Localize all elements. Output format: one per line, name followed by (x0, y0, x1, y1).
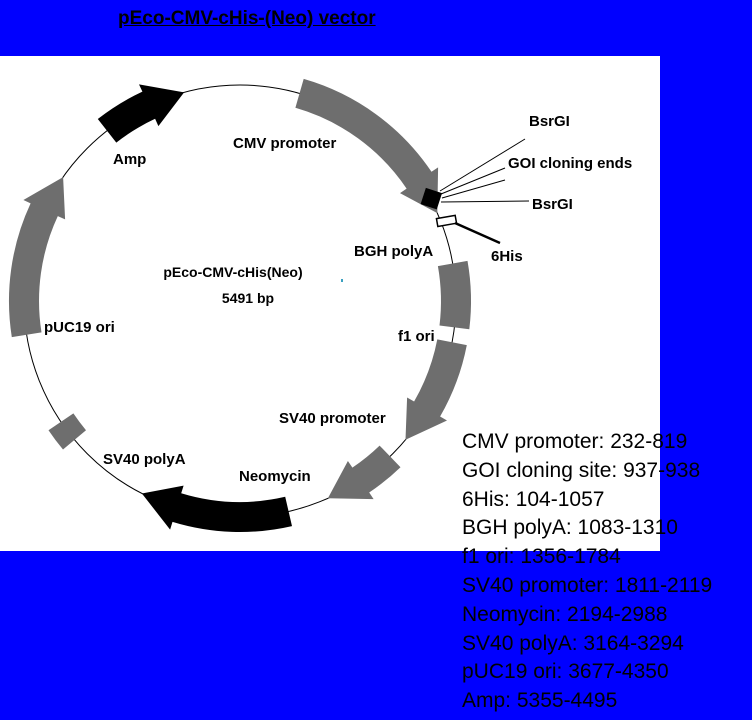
plasmid-size: 5491 bp (222, 290, 274, 306)
plasmid-name: pEco-CMV-cHis(Neo) (163, 264, 302, 280)
feature-neomycin-arrow (141, 485, 292, 533)
legend-item-f1-ori: f1 ori: 1356-1784 (462, 545, 621, 569)
legend-item-puc19-ori: pUC19 ori: 3677-4350 (462, 660, 669, 684)
page-title: pEco-CMV-cHis-(Neo) vector (118, 8, 376, 29)
bsrgi-bottom-leader (440, 200, 530, 203)
feature-puc19-ori-arrow (8, 177, 66, 338)
plasmid-map: pEco-CMV-cHis(Neo) 5491 bp CMV promoter … (8, 78, 632, 533)
small-tick-mark (341, 279, 343, 282)
legend-item-amp: Amp: 5355-4495 (462, 689, 618, 713)
feature-cmv-promoter-arrow (295, 78, 439, 214)
label-neomycin: Neomycin (239, 468, 311, 485)
legend-item-goi-cloning-site: GOI cloning site: 937-938 (462, 458, 701, 482)
label-sv40-polya: SV40 polyA (103, 451, 186, 468)
feature-f1-ori-arrow (405, 339, 467, 440)
his-tag-marker (435, 214, 501, 245)
his-box (435, 214, 458, 228)
label-bgh-polya: BGH polyA (354, 243, 433, 260)
legend-item-neomycin: Neomycin: 2194-2988 (462, 602, 668, 626)
map-panel (0, 56, 660, 551)
feature-bgh-polya-block (437, 260, 472, 330)
cloning-site-marker (420, 138, 530, 210)
goi-leader-b (441, 179, 506, 199)
feature-sv40-polya-block (48, 413, 86, 450)
goi-leader-a (440, 167, 506, 195)
site-bsrgi-bottom: BsrGI (532, 196, 573, 213)
legend-item-sv40-promoter: SV40 promoter: 1811-2119 (462, 573, 713, 597)
label-f1-ori: f1 ori (398, 328, 435, 345)
label-puc19-ori: pUC19 ori (44, 319, 115, 336)
feature-legend: CMV promoter: 232-819 GOI cloning site: … (462, 428, 712, 716)
feature-amp-arrow (97, 84, 185, 143)
legend-item-6his: 6His: 104-1057 (462, 487, 605, 511)
label-cmv-promoter: CMV promoter (233, 135, 337, 152)
legend-item-sv40-polya: SV40 polyA: 3164-3294 (462, 631, 684, 655)
site-goi-cloning-ends: GOI cloning ends (508, 155, 632, 172)
label-amp: Amp (113, 151, 146, 168)
bsrgi-top-leader (439, 138, 526, 192)
label-sv40-promoter: SV40 promoter (279, 410, 386, 427)
site-bsrgi-top: BsrGI (529, 113, 570, 130)
site-6his: 6His (491, 248, 523, 265)
his-leader (454, 221, 501, 245)
bsrgi-box (420, 187, 443, 210)
legend-item-cmv-promoter: CMV promoter: 232-819 (462, 430, 688, 453)
legend-item-bgh-polya: BGH polyA: 1083-1310 (462, 516, 678, 540)
feature-sv40-promoter-arrow (327, 445, 401, 500)
